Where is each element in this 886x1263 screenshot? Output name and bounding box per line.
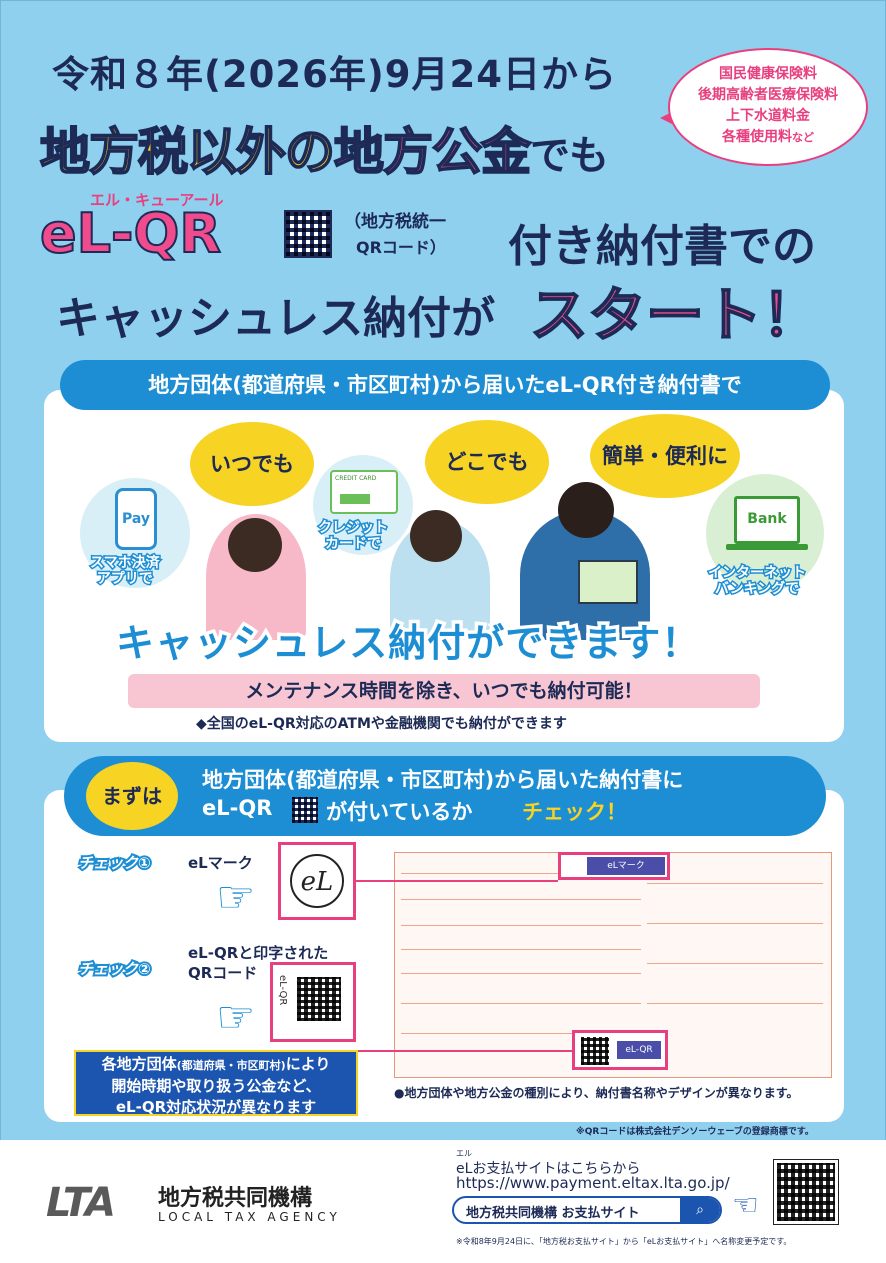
atm-note: ◆全国のeL-QR対応のATMや金融機関でも納付ができます	[196, 716, 567, 732]
pointing-hand-icon: ☞	[216, 992, 256, 1043]
payment-site-url[interactable]: https://www.payment.eltax.lta.go.jp/	[456, 1174, 730, 1192]
payment-site-label: eLお支払サイトはこちらから	[456, 1161, 641, 1177]
credit-card-icon: CREDIT CARD	[330, 470, 398, 514]
qr-code-icon	[581, 1037, 609, 1065]
bubble-anywhere: どこでも	[425, 420, 549, 504]
connector-line	[356, 880, 558, 882]
headline-start: スタート！	[529, 280, 821, 350]
search-box[interactable]: 地方税共同機構 お支払サイト ⌕	[452, 1196, 722, 1224]
bubble-easy: 簡単・便利に	[590, 414, 740, 498]
bubble-anytime: いつでも	[190, 422, 314, 506]
bubble-item-health-insurance: 国民健康保険料	[719, 66, 817, 82]
headline-cashless: キャッシュレス納付が	[56, 293, 496, 344]
woman-head	[228, 518, 282, 572]
cashless-heading: キャッシュレス納付ができます！	[112, 618, 702, 669]
check-word: チェック！	[522, 800, 627, 824]
headline-local-public-funds: 地方公金	[333, 122, 532, 182]
site-qr-code[interactable]	[773, 1159, 839, 1225]
smartphone-pay-icon: Pay	[115, 488, 157, 550]
pointing-hand-icon: ☞	[216, 872, 256, 923]
el-mark-icon: eL	[290, 854, 344, 908]
headline-demo: でも	[530, 133, 609, 179]
section2-elqr: eL-QR	[202, 796, 273, 820]
qr-printed-label-b: QRコード	[188, 964, 258, 982]
laptop-bank-icon: Bank	[734, 496, 800, 544]
section2-heading-line1: 地方団体(都道府県・市区町村)から届いた納付書に	[202, 768, 684, 792]
design-varies-note: ●地方団体や地方公金の種別により、納付書名称やデザインが異なります。	[394, 1086, 799, 1100]
trademark-note: ※QRコードは株式会社デンソーウェーブの登録商標です。	[576, 1127, 814, 1137]
qr-code-icon	[284, 210, 332, 258]
unified-qr-note-b: QRコード）	[356, 238, 446, 257]
credit-card-label: クレジットカードで	[317, 519, 390, 554]
org-name-jp: 地方税共同機構	[158, 1186, 313, 1211]
bubble-item-usage-fees: 各種使用料など	[722, 129, 814, 145]
public-funds-bubble: 国民健康保険料 後期高齢者医療保険料 上下水道料金 各種使用料など	[668, 48, 868, 166]
status-differs-note: 各地方団体(都道府県・市区町村)により 開始時期や取り扱う公金など、 eL-QR…	[74, 1050, 358, 1116]
check-2-label: チェック②	[76, 958, 153, 980]
section2-band	[64, 756, 826, 836]
rename-note: ※令和8年9月24日に、「地方税お支払サイト」から「eLお支払サイト」へ名称変更…	[456, 1237, 792, 1246]
first-badge: まずは	[86, 762, 178, 830]
qr-printed-label-a: eL-QRと印字された	[188, 944, 329, 962]
girl-head	[410, 510, 462, 562]
connector-line	[356, 1050, 572, 1052]
check-1-label: チェック①	[76, 852, 153, 874]
unified-qr-note-a: （地方税統一	[344, 212, 446, 232]
slip-qr-tag: eL-QR	[572, 1030, 668, 1070]
search-icon[interactable]: ⌕	[680, 1198, 720, 1222]
lta-logo: LTA	[46, 1180, 116, 1226]
headline-date: 令和８年(2026年)9月24日から	[52, 53, 618, 96]
elqr-title: eL-QR	[39, 201, 222, 266]
qr-code-icon	[297, 977, 341, 1021]
section2-heading-line2: が付いているか	[326, 800, 473, 824]
elqr-ruby: エル・キューアール	[90, 191, 224, 209]
laptop-illustration	[578, 560, 638, 604]
section1-band: 地方団体(都道府県・市区町村)から届いたeL-QR付き納付書で	[60, 360, 830, 410]
search-input[interactable]: 地方税共同機構 お支払サイト	[466, 1206, 640, 1221]
man-head	[558, 482, 614, 538]
bubble-item-elderly-insurance: 後期高齢者医療保険料	[698, 87, 838, 103]
el-ruby: エル	[456, 1149, 472, 1158]
footer	[0, 1140, 886, 1263]
org-name-en: LOCAL TAX AGENCY	[158, 1210, 341, 1224]
el-mark-box: eL	[278, 842, 356, 920]
elqr-sample-box: eL-QR	[270, 962, 356, 1042]
maintenance-band: メンテナンス時間を除き、いつでも納付可能！	[128, 674, 760, 708]
el-mark-label: eLマーク	[188, 854, 253, 872]
internet-banking-label: インターネットバンキングで	[707, 564, 808, 599]
headline-payment-slip: 付き納付書での	[508, 221, 816, 272]
slip-el-mark-tag: eLマーク	[558, 852, 670, 880]
headline-main: 地方税以外の地方公金でも	[39, 112, 609, 184]
bubble-item-water: 上下水道料金	[726, 108, 810, 124]
headline-other-than-local-tax: 地方税以外の	[39, 122, 336, 182]
qr-code-icon-small	[292, 797, 318, 823]
pointing-hand-icon: ☜	[732, 1188, 759, 1223]
laptop-base	[726, 544, 808, 550]
smartphone-label: スマホ決済アプリで	[89, 554, 162, 589]
